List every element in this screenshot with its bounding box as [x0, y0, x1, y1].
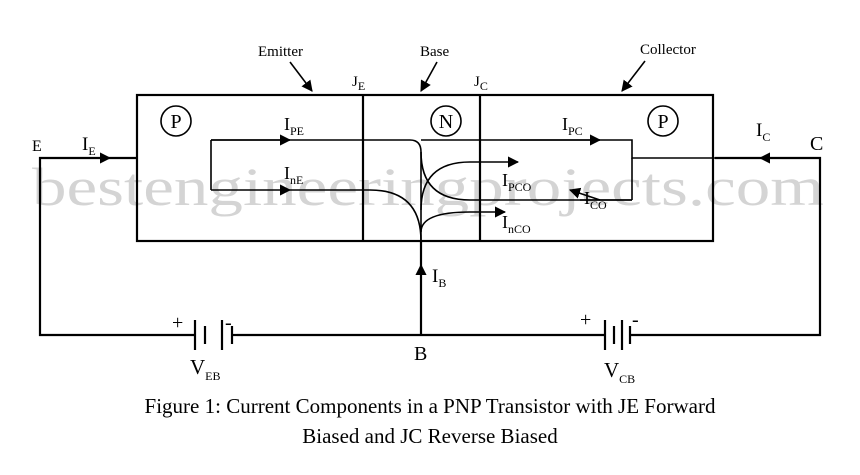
emitter-pointer: [289, 61, 313, 92]
veb-label: VEB: [190, 355, 221, 383]
collector-label: Collector: [640, 42, 696, 58]
terminal-b-label: B: [414, 343, 427, 365]
ipc-path: [421, 139, 715, 159]
terminal-c-label: C: [810, 133, 823, 155]
inco-label: InCO: [502, 212, 531, 236]
collector-pointer: [621, 60, 646, 92]
inco-arrow: [420, 206, 507, 233]
ipc-path-lower: [420, 151, 632, 201]
veb-plus: +: [172, 312, 183, 334]
vcb-plus: +: [580, 309, 591, 331]
base-type-circle: [430, 105, 462, 137]
ico-label: ICO: [584, 188, 607, 212]
ic-label: IC: [756, 120, 770, 144]
emitter-label: Emitter: [258, 44, 303, 60]
ipco-label: IPCO: [502, 170, 532, 194]
transistor-body: [135, 93, 715, 243]
base-label: Base: [420, 44, 450, 60]
vcb-minus: -: [632, 309, 639, 331]
veb-minus: -: [225, 312, 232, 334]
ipc-label: IPC: [562, 114, 583, 138]
base-pointer: [420, 61, 438, 92]
collector-type-circle: [647, 105, 679, 137]
je-label: JE: [352, 74, 365, 93]
ico-arrow: [568, 187, 601, 201]
ine-label: InE: [284, 163, 303, 187]
caption-line-1: Figure 1: Current Components in a PNP Tr…: [145, 394, 716, 418]
watermark-text: bestengineeringprojects.com: [32, 157, 824, 217]
jc-label: JC: [474, 74, 488, 93]
ipe-path-top: [211, 139, 422, 153]
ie-label: IE: [82, 134, 96, 158]
caption-line-2: Biased and JC Reverse Biased: [302, 424, 558, 448]
emitter-type-circle: [160, 105, 192, 137]
emitter-type-label: P: [170, 111, 181, 133]
ipco-path: [420, 161, 471, 211]
base-type-label: N: [439, 111, 453, 133]
collector-type-label: P: [657, 111, 668, 133]
terminal-e-label: E: [32, 138, 42, 155]
vcb-label: VCB: [604, 358, 635, 386]
ib-label: IB: [432, 266, 446, 290]
ipe-label: IPE: [284, 114, 304, 138]
